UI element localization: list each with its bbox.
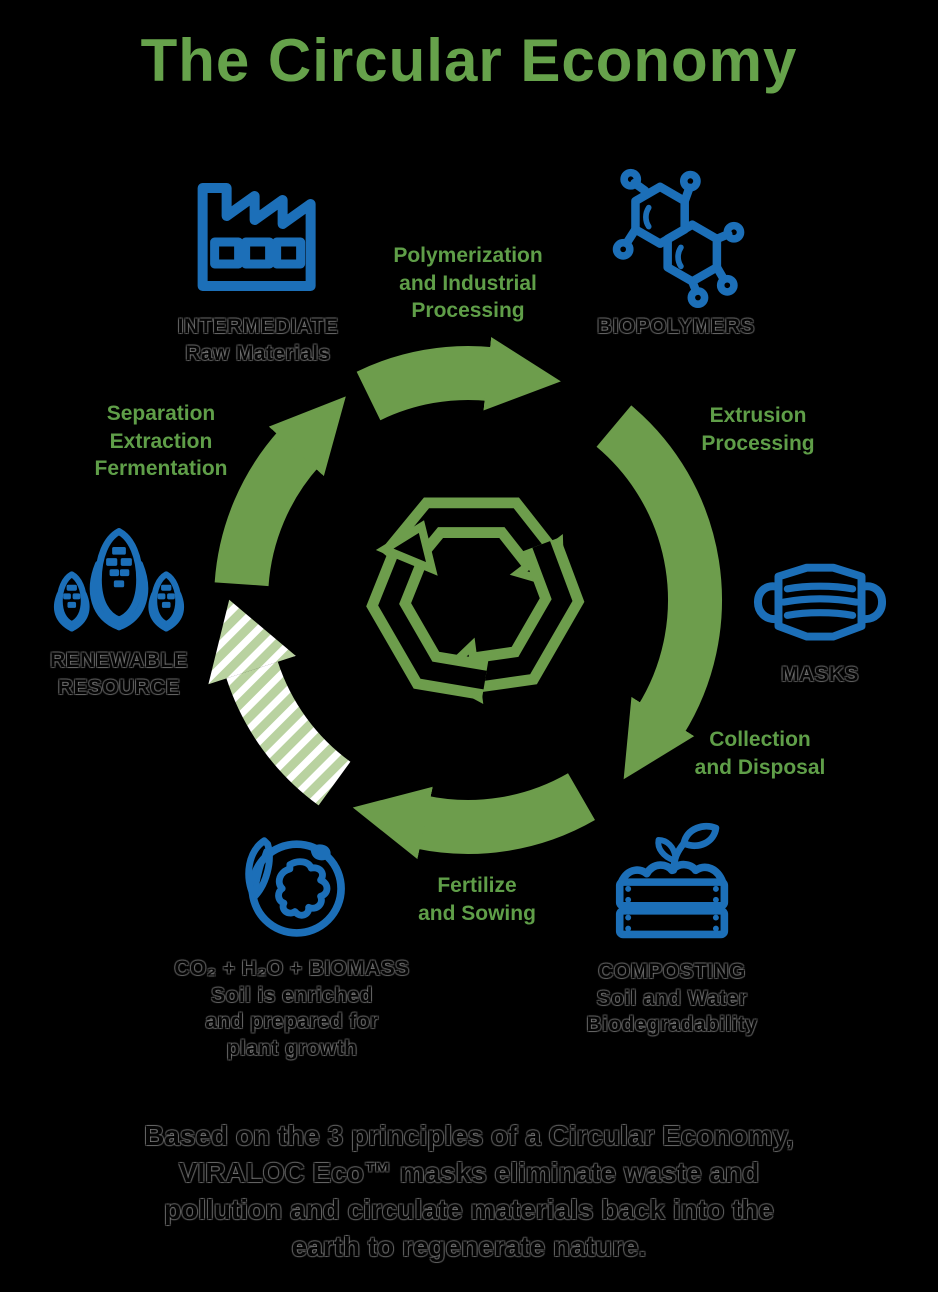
cycle-arrow-top	[356, 336, 561, 421]
recycle-arrow	[433, 537, 585, 704]
node-subtitle: Raw Materials	[185, 341, 331, 365]
recycle-arrow	[380, 497, 565, 591]
node-title: COMPOSTING	[598, 960, 746, 983]
node-intermediate: INTERMEDIATE Raw Materials	[178, 158, 339, 367]
node-title: INTERMEDIATE	[177, 315, 339, 338]
cycle-arrow-bottom	[352, 772, 595, 860]
recycling-symbol-icon	[366, 497, 585, 704]
cycle-arrow-upper-left	[214, 396, 346, 587]
node-composting: COMPOSTING Soil and Water Biodegradabili…	[587, 818, 758, 1039]
earth-leaf-icon	[244, 837, 345, 937]
node-biopolymers: BIOPOLYMERS	[597, 166, 755, 341]
face-mask-icon	[754, 563, 886, 641]
compost-bin-icon	[615, 822, 729, 939]
footer-text: Based on the 3 principles of a Circular …	[144, 1120, 794, 1262]
node-title: CO₂ + H₂O + BIOMASS	[174, 957, 410, 980]
step-label-fertilize: Fertilize and Sowing	[418, 874, 536, 925]
step-label-separation: Separation Extraction Fermentation	[94, 402, 228, 481]
molecule-icon	[612, 168, 745, 308]
corn-icon	[54, 528, 184, 632]
step-label-collection: Collection and Disposal	[694, 728, 826, 779]
factory-icon	[198, 183, 316, 291]
cycle-arrow-striped-head	[208, 599, 296, 685]
cycle-arrow-striped	[226, 661, 351, 806]
node-subtitle: Soil and Water Biodegradability	[586, 986, 758, 1037]
node-title: MASKS	[781, 663, 859, 686]
node-masks: MASKS	[736, 550, 904, 689]
step-label-polymerization: Polymerization and Industrial Processing	[393, 244, 543, 323]
node-title: BIOPOLYMERS	[597, 315, 755, 338]
node-subtitle: Soil is enriched and prepared for plant …	[205, 983, 379, 1060]
cycle-arrow-right	[596, 405, 722, 780]
node-biomass: CO₂ + H₂O + BIOMASS Soil is enriched and…	[174, 822, 409, 1063]
node-renewable: RENEWABLE RESOURCE	[46, 512, 192, 701]
recycle-arrow	[366, 520, 489, 700]
node-title: RENEWABLE RESOURCE	[50, 649, 188, 699]
step-label-extrusion: Extrusion Processing	[701, 404, 815, 455]
cycle-ring	[208, 336, 722, 860]
page-title: The Circular Economy	[140, 27, 798, 94]
